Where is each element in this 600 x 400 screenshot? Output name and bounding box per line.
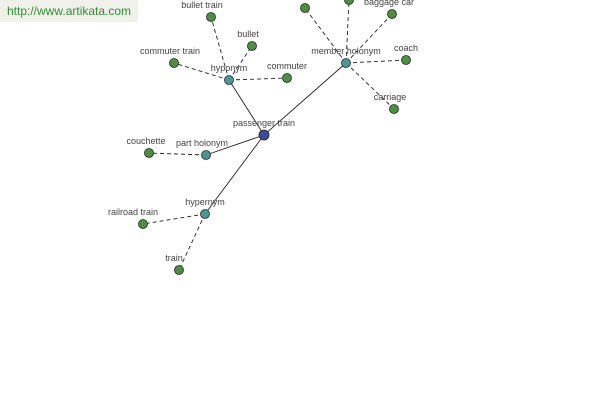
edge-hyponym-commuter-train (173, 62, 230, 81)
artikata-watermark-link[interactable]: http://www.artikata.com (0, 0, 138, 22)
term-node-dot[interactable] (300, 3, 310, 13)
edge-hypernym (204, 134, 265, 215)
term-node-label: couchette (126, 136, 165, 146)
term-node-dot[interactable] (174, 265, 184, 275)
term-node-couchette[interactable]: couchette (126, 136, 166, 158)
term-node-train[interactable]: train (165, 253, 184, 275)
graph-nodes: bullet train bullet commuter train commuter… (108, 0, 418, 275)
term-node-coach[interactable]: coach (394, 43, 418, 65)
term-node-member-term-top-2[interactable] (344, 0, 354, 5)
term-node-dot[interactable] (401, 55, 411, 65)
term-node-dot[interactable] (344, 0, 354, 5)
term-node-label: train (165, 253, 183, 263)
edge-member-holonym-coach (345, 59, 407, 64)
edge-member-holonym (263, 62, 347, 136)
term-node-dot[interactable] (247, 41, 257, 51)
relation-node-hyponym[interactable]: hyponym (211, 63, 248, 85)
edge-part-holonym-couchette (148, 152, 207, 156)
relation-node-dot[interactable] (341, 58, 351, 68)
edge-hyponym-bullet-train (210, 16, 230, 81)
term-node-label: railroad train (108, 207, 158, 217)
edge-member-holonym-member-term-top-2 (345, 0, 350, 64)
term-node-dot[interactable] (282, 73, 292, 83)
term-node-bullet[interactable]: bullet (237, 29, 259, 51)
relation-node-label: hyponym (211, 63, 248, 73)
center-node-dot[interactable] (258, 129, 270, 141)
relation-node-label: hypernym (185, 197, 225, 207)
relation-node-hypernym[interactable]: hypernym (185, 197, 225, 219)
relation-node-dot[interactable] (201, 150, 211, 160)
edge-member-holonym-baggage-car (345, 13, 393, 64)
relation-node-label: member holonym (311, 46, 381, 56)
term-node-railroad-train[interactable]: railroad train (108, 207, 158, 229)
edge-hyponym (228, 79, 265, 136)
term-node-dot[interactable] (138, 219, 148, 229)
term-node-label: commuter train (140, 46, 200, 56)
edge-hyponym-commuter (228, 77, 288, 81)
relation-node-dot[interactable] (224, 75, 234, 85)
term-node-baggage-car[interactable]: baggage car (364, 0, 414, 19)
term-node-carriage[interactable]: carriage (374, 92, 407, 114)
term-node-dot[interactable] (387, 9, 397, 19)
term-node-dot[interactable] (169, 58, 179, 68)
relation-node-dot[interactable] (200, 209, 210, 219)
term-node-label: baggage car (364, 0, 414, 7)
center-node-passenger-train[interactable]: passenger train (233, 118, 295, 141)
term-node-member-term-top[interactable] (300, 3, 310, 13)
edge-part-holonym (205, 134, 265, 156)
term-node-label: bullet (237, 29, 259, 39)
term-node-commuter-train[interactable]: commuter train (140, 46, 200, 68)
term-node-bullet-train[interactable]: bullet train (181, 0, 223, 22)
relation-node-part-holonym[interactable]: part holonym (176, 138, 228, 160)
term-node-label: carriage (374, 92, 407, 102)
edge-member-holonym-carriage (345, 62, 395, 110)
term-node-commuter[interactable]: commuter (267, 61, 307, 83)
term-node-dot[interactable] (144, 148, 154, 158)
center-node-label: passenger train (233, 118, 295, 128)
relation-node-member-holonym[interactable]: member holonym (311, 46, 381, 68)
term-node-dot[interactable] (389, 104, 399, 114)
term-node-label: commuter (267, 61, 307, 71)
edge-hypernym-train (178, 213, 206, 271)
edge-hypernym-railroad-train (142, 213, 206, 225)
edge-member-holonym-member-term-top (304, 7, 347, 64)
relation-node-label: part holonym (176, 138, 228, 148)
term-node-dot[interactable] (206, 12, 216, 22)
term-node-label: bullet train (181, 0, 223, 10)
term-node-label: coach (394, 43, 418, 53)
graph-edges (142, 0, 407, 271)
